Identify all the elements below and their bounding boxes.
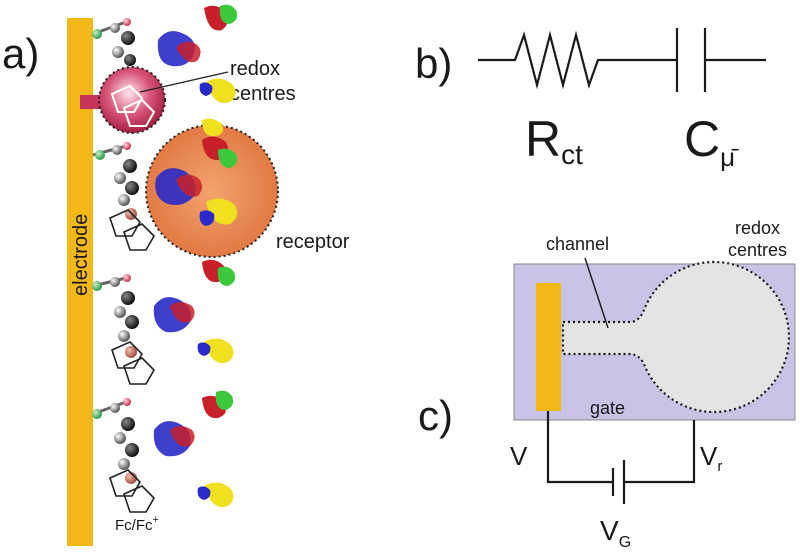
- panel-a-label: a): [2, 30, 39, 77]
- channel-pointer-line: [584, 257, 609, 329]
- redox-label-c-1: redox: [735, 218, 780, 238]
- molecule-chain-1: [92, 18, 136, 66]
- channel-and-redox-chamber: [561, 260, 791, 414]
- gate-label: gate: [590, 398, 625, 418]
- panel-b: b) Rct Cμ̄: [415, 28, 766, 172]
- capacitor-label: Cμ̄: [684, 111, 739, 172]
- vg-label: VG: [600, 515, 631, 551]
- redox-label-a-1: redox: [230, 58, 280, 80]
- redox-pointer-line: [139, 71, 229, 93]
- v-label: V: [510, 441, 528, 471]
- circuit-wire-right: [624, 420, 696, 484]
- circuit-wire-left: [546, 411, 613, 484]
- protein-group-1: [157, 4, 238, 137]
- panel-b-label: b): [415, 40, 452, 87]
- panel-c: c) channel redox centres gate V Vr VG: [418, 218, 796, 551]
- redox-label-a-2: centres: [230, 83, 296, 105]
- resistor-symbol: [478, 30, 677, 90]
- redox-label-c-2: centres: [728, 240, 787, 260]
- molecule-chain-4: [92, 398, 155, 513]
- resistor-label: Rct: [525, 111, 583, 170]
- molecule-chain-2: [92, 142, 155, 251]
- protein-group-2: [155, 136, 238, 226]
- electrode-label: electrode: [70, 214, 92, 296]
- panel-c-label: c): [418, 392, 453, 439]
- protein-group-4: [153, 390, 234, 508]
- panel-a: a) electrode: [2, 4, 350, 546]
- fc-label: Fc/Fc+: [115, 514, 159, 534]
- receptor-label: receptor: [276, 231, 350, 253]
- channel-label: channel: [546, 234, 609, 254]
- molecule-chain-3: [92, 274, 155, 385]
- vr-label: Vr: [700, 441, 722, 475]
- protein-group-3: [153, 259, 236, 364]
- gate-electrode: [536, 283, 561, 411]
- redox-centre-sphere: [80, 66, 166, 134]
